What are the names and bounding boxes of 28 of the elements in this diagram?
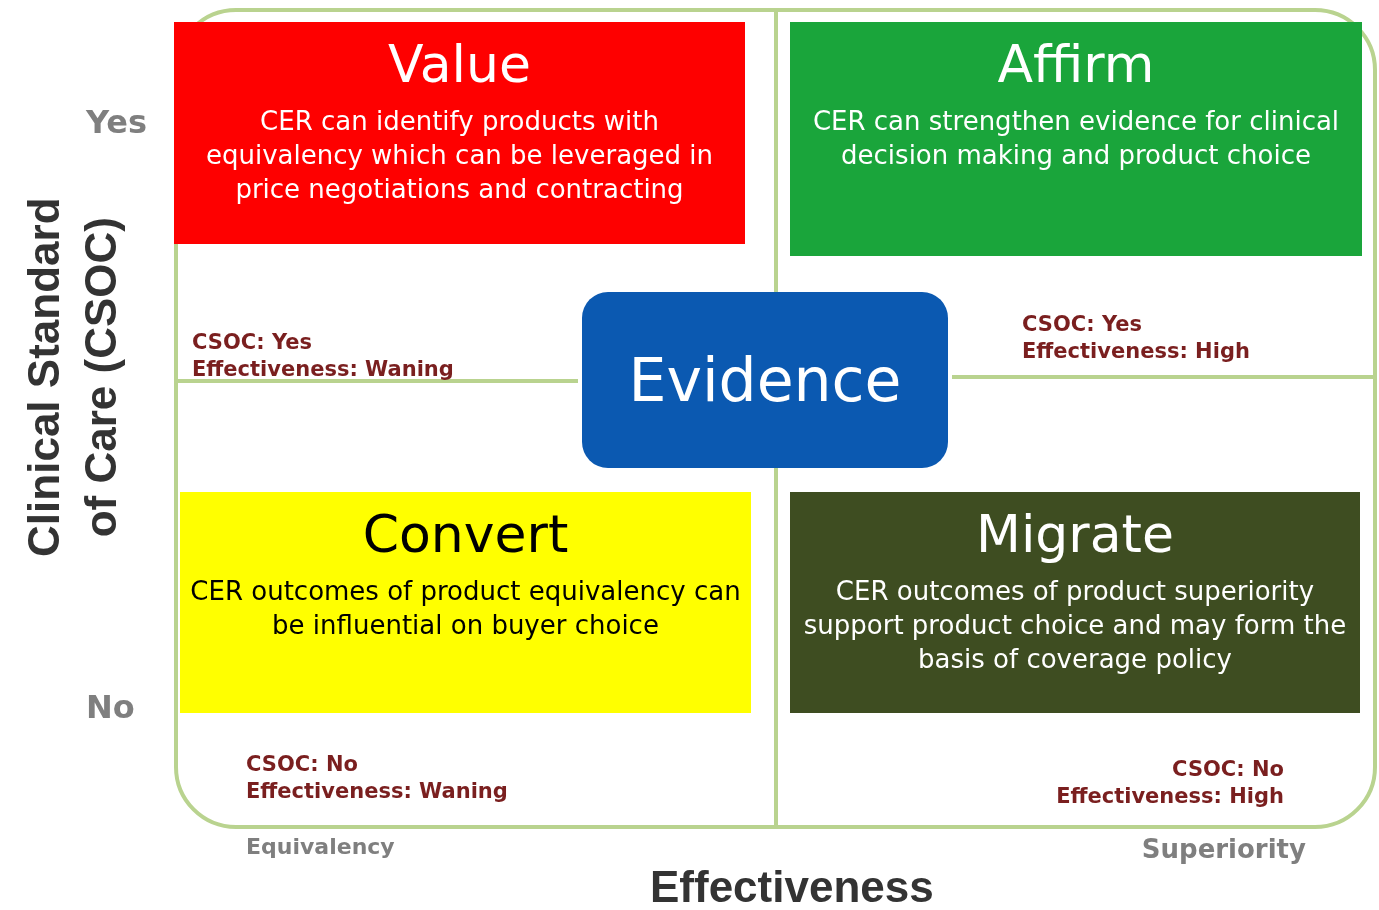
center-box [582, 292, 948, 468]
quadrant-title: Convert [362, 506, 569, 564]
center-title: Evidence [628, 347, 902, 413]
quadrant-title: Affirm [997, 36, 1155, 94]
quadrant-description: CER outcomes of product equivalency can be influential on buyer choice [189, 575, 742, 642]
quadrant-note: Effectiveness: High [1022, 339, 1250, 363]
quadrant-box [790, 492, 1360, 713]
quadrant-title: Migrate [976, 506, 1174, 564]
quadrant-note: CSOC: No [1172, 757, 1284, 781]
axis-title: Effectiveness [650, 862, 934, 910]
quadrant-box [180, 492, 751, 713]
quadrant-description: CER can strengthen evidence for clinical decision making and product choice [811, 105, 1341, 172]
quadrant-note: Effectiveness: Waning [192, 357, 454, 381]
quadrant-note: Effectiveness: High [1056, 784, 1284, 808]
quadrant-note: CSOC: No [246, 752, 358, 776]
axis-tick-label: No [86, 688, 135, 726]
quadrant-title: Value [388, 36, 531, 94]
quadrant-description: CER outcomes of product superiority support product choice and may form the basis of coverage policy [802, 575, 1348, 676]
quadrant-box [790, 22, 1362, 256]
quadrant-note: CSOC: Yes [1022, 312, 1142, 336]
quadrant-note: Effectiveness: Waning [246, 779, 508, 803]
axis-end-label: Equivalency [246, 834, 395, 859]
quadrant-box [174, 22, 745, 244]
axis-title: Clinical Standard of Care (CSOC) [17, 196, 126, 559]
axis-tick-label: Yes [86, 103, 147, 141]
quadrant-note: CSOC: Yes [192, 330, 312, 354]
quadrant-description: CER can identify products with equivalency which can be leveraged in price negotiations and contracting [204, 105, 715, 206]
axis-end-label: Superiority [1141, 834, 1306, 864]
